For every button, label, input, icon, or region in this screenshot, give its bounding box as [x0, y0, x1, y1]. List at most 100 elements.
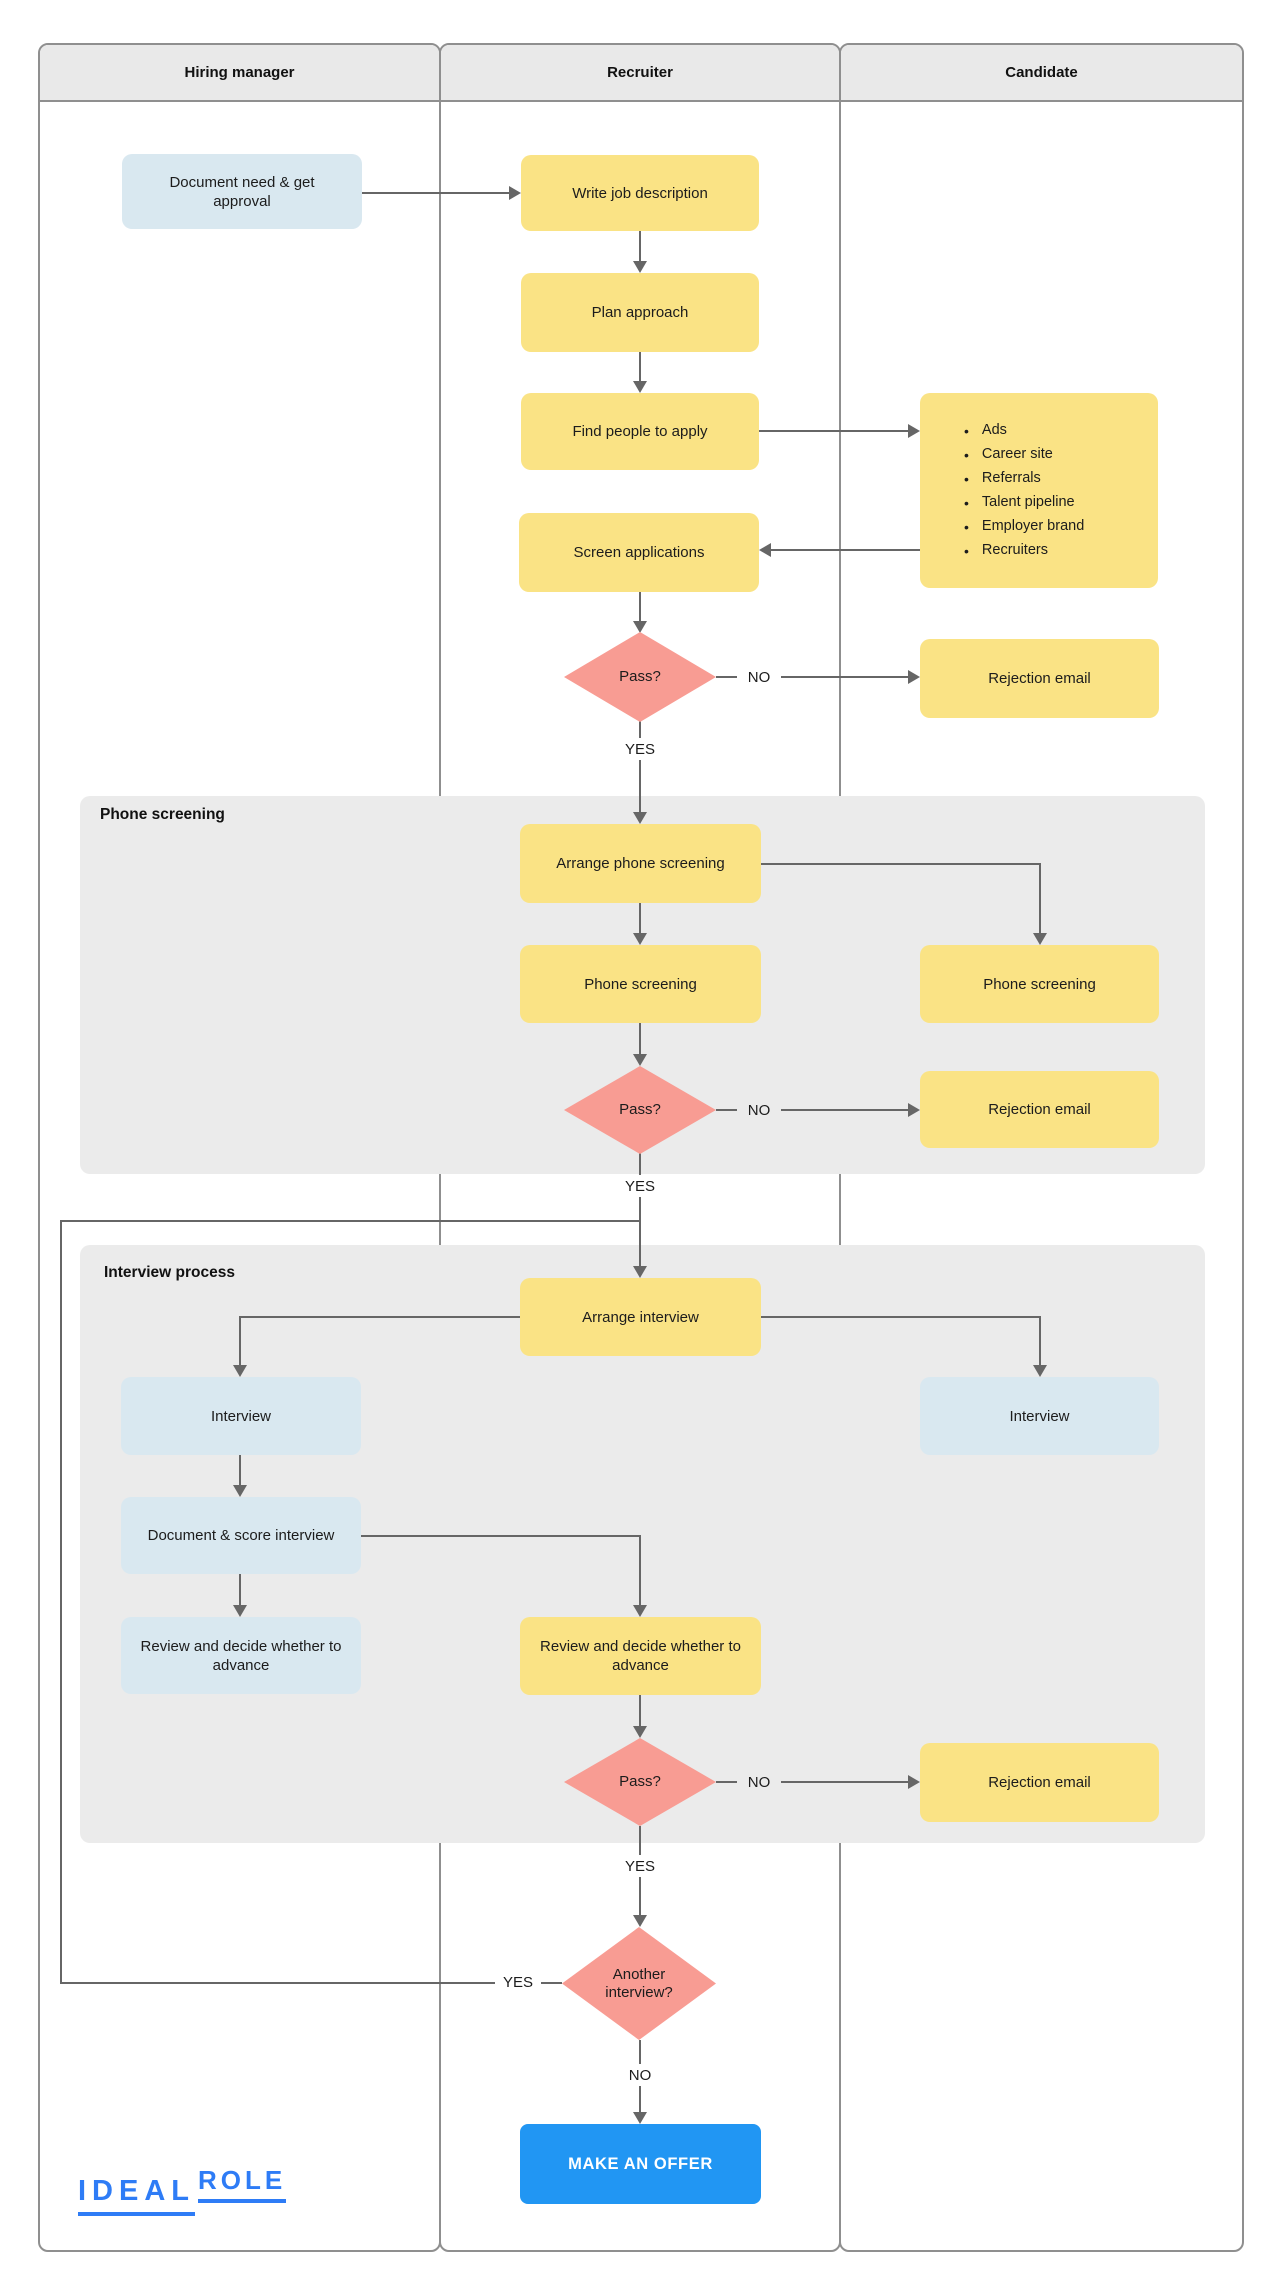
arrowhead-icon	[633, 1605, 647, 1617]
bullet-icon: •	[964, 494, 969, 511]
node-arrange-interview: Arrange interview	[520, 1278, 761, 1356]
lane-title: Hiring manager	[184, 64, 295, 81]
arrowhead-icon	[633, 621, 647, 633]
list-item: • Recruiters	[964, 542, 1158, 559]
edge-label-no2: NO	[737, 1099, 781, 1121]
node-interview-candidate: Interview	[920, 1377, 1159, 1455]
lane-header-candidate: Candidate	[841, 45, 1242, 102]
arrowhead-icon	[633, 2112, 647, 2124]
list-item: • Talent pipeline	[964, 494, 1158, 511]
arrowhead-icon	[233, 1485, 247, 1497]
decision-another-interview-label: Another interview?	[605, 1965, 673, 2001]
edge-label-no3: NO	[737, 1771, 781, 1793]
arrowhead-icon	[633, 1915, 647, 1927]
edge-sources-screenapps	[771, 549, 920, 551]
arrowhead-icon	[759, 543, 771, 557]
node-find-people-to-apply: Find people to apply	[521, 393, 759, 470]
edge-docscore-reviewrec-v	[639, 1535, 641, 1605]
edge-label-yes4: YES	[495, 1971, 541, 1993]
bullet-icon: •	[964, 422, 969, 439]
edge-label-no1: NO	[737, 666, 781, 688]
list-item-label: Talent pipeline	[981, 494, 1075, 510]
edge-docscore-reviewhm	[239, 1574, 241, 1605]
edge-arrangephone-phonecand	[761, 863, 1041, 865]
list-item: • Ads	[964, 422, 1158, 439]
node-rejection-email-3: Rejection email	[920, 1743, 1159, 1822]
node-phone-screening-candidate: Phone screening	[920, 945, 1159, 1023]
edge-plan-findpeople	[639, 352, 641, 381]
arrowhead-icon	[633, 1266, 647, 1278]
list-item-label: Ads	[981, 422, 1007, 438]
edge-docscore-reviewrec	[361, 1535, 641, 1537]
lane-header-recruiter: Recruiter	[441, 45, 839, 102]
arrowhead-icon	[908, 670, 920, 684]
edge-writejd-plan	[639, 231, 641, 261]
bullet-icon: •	[964, 446, 969, 463]
edge-arrangeinterview-interviewhm-v	[239, 1316, 241, 1365]
arrowhead-icon	[509, 186, 521, 200]
list-item-label: Recruiters	[981, 542, 1048, 558]
edge-pass2-rejection2	[716, 1109, 908, 1111]
edge-documentneed-writejd	[362, 192, 510, 194]
arrowhead-icon	[633, 381, 647, 393]
edge-pass2-arrangeinterview	[639, 1153, 641, 1266]
list-item: • Referrals	[964, 470, 1158, 487]
node-review-decide-hm: Review and decide whether to advance	[121, 1617, 361, 1694]
edge-arrangephone-phonerec	[639, 903, 641, 933]
list-item-label: Career site	[981, 446, 1053, 462]
edge-loop-bottom	[61, 1982, 562, 1984]
edge-label-yes2: YES	[616, 1175, 664, 1197]
edge-arrangeinterview-interviewhm	[239, 1316, 520, 1318]
arrowhead-icon	[233, 1365, 247, 1377]
node-screen-applications: Screen applications	[519, 513, 759, 592]
arrowhead-icon	[1033, 933, 1047, 945]
lane-header-hiring-manager: Hiring manager	[40, 45, 439, 102]
edge-screenapps-pass1	[639, 592, 641, 621]
lane-title: Recruiter	[607, 64, 673, 81]
lane-title: Candidate	[1005, 64, 1078, 81]
edge-loop-left	[60, 1220, 62, 1984]
phase-label-interview-process: Interview process	[104, 1264, 235, 1281]
arrowhead-icon	[1033, 1365, 1047, 1377]
edge-arrangephone-phonecand-v	[1039, 863, 1041, 933]
list-item-label: Employer brand	[981, 518, 1085, 534]
node-arrange-phone-screening: Arrange phone screening	[520, 824, 761, 903]
arrowhead-icon	[633, 933, 647, 945]
node-document-need: Document need & get approval	[122, 154, 362, 229]
list-item-label: Referrals	[981, 470, 1041, 486]
list-item: •Employer brand	[964, 518, 1158, 535]
edge-findpeople-sources	[758, 430, 908, 432]
arrowhead-icon	[908, 1775, 920, 1789]
list-item: • Career site	[964, 446, 1158, 463]
node-interview-hm: Interview	[121, 1377, 361, 1455]
edge-label-no4: NO	[618, 2064, 662, 2086]
bullet-icon: •	[964, 470, 969, 487]
node-review-decide-recruiter: Review and decide whether to advance	[520, 1617, 761, 1695]
edge-pass3-rejection3	[716, 1781, 908, 1783]
edge-phonerec-pass2	[639, 1023, 641, 1054]
arrowhead-icon	[633, 1054, 647, 1066]
arrowhead-icon	[633, 261, 647, 273]
arrowhead-icon	[633, 1726, 647, 1738]
arrowhead-icon	[633, 812, 647, 824]
bullet-icon: •	[964, 542, 969, 559]
edge-label-yes1: YES	[616, 738, 664, 760]
node-rejection-email-1: Rejection email	[920, 639, 1159, 718]
node-plan-approach: Plan approach	[521, 273, 759, 352]
edge-interviewhm-docscore	[239, 1455, 241, 1485]
node-document-score-interview: Document & score interview	[121, 1497, 361, 1574]
arrowhead-icon	[908, 424, 920, 438]
node-write-job-description: Write job description	[521, 155, 759, 231]
logo-role: ROLE	[198, 2165, 287, 2203]
logo-ideal: IDEAL	[78, 2175, 195, 2216]
edge-arrangeinterview-interviewcand	[761, 1316, 1041, 1318]
arrowhead-icon	[233, 1605, 247, 1617]
edge-arrangeinterview-interviewcand-v	[1039, 1316, 1041, 1365]
node-phone-screening-recruiter: Phone screening	[520, 945, 761, 1023]
arrowhead-icon	[908, 1103, 920, 1117]
edge-reviewrec-pass3	[639, 1695, 641, 1726]
phase-label-phone-screening: Phone screening	[100, 806, 225, 823]
edge-loop-top	[61, 1220, 640, 1222]
edge-label-yes3: YES	[616, 1855, 664, 1877]
